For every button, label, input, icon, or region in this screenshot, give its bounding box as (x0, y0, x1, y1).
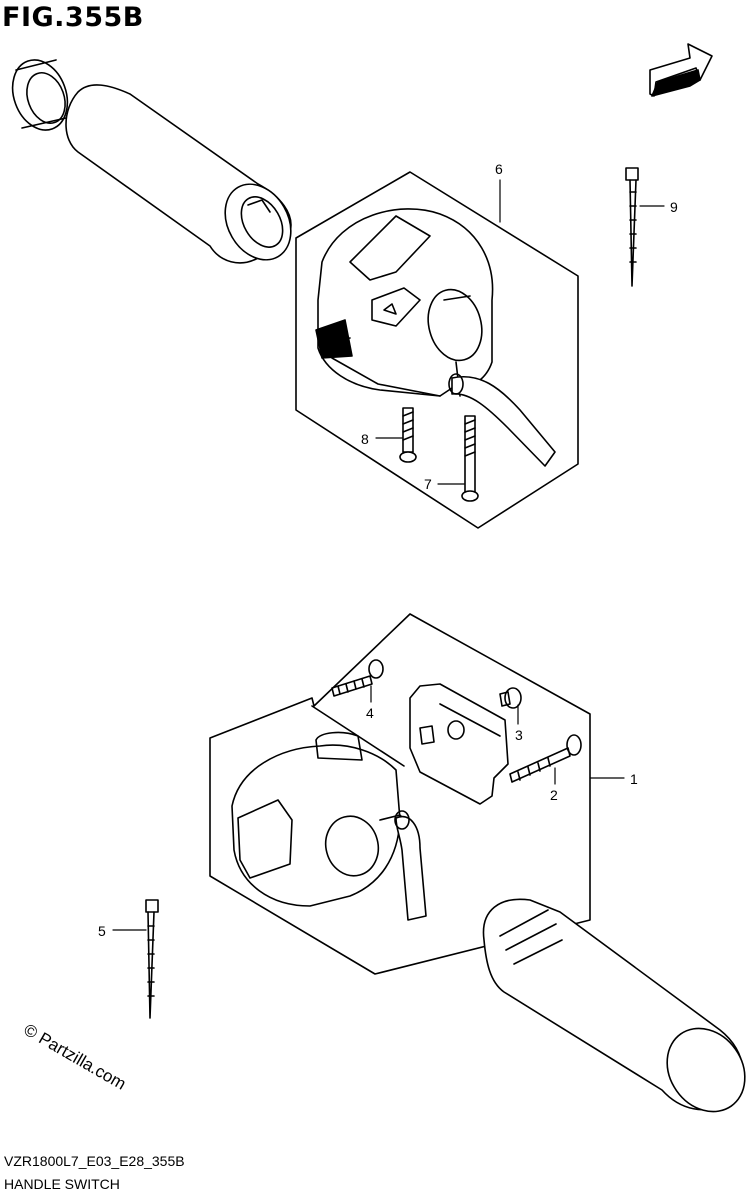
section-name: HANDLE SWITCH (4, 1176, 120, 1192)
switch-bracket (409, 683, 509, 805)
figure-title: FIG.355B (2, 2, 144, 33)
callout-5: 5 (98, 923, 106, 939)
lower-switch-housing (231, 731, 409, 907)
callout-8: 8 (361, 431, 369, 447)
right-throttle-grip (482, 898, 746, 1113)
callout-2: 2 (550, 787, 558, 803)
cable-tie-9 (625, 167, 639, 287)
screw-7 (461, 415, 479, 502)
callout-9: 9 (670, 199, 678, 215)
callout-4: 4 (366, 705, 374, 721)
left-handle-grip (65, 84, 292, 264)
cable-tie-5 (145, 899, 159, 1019)
upper-assembly-frame (295, 171, 579, 529)
callout-6: 6 (495, 161, 503, 177)
upper-switch-housing (315, 208, 494, 397)
callout-3: 3 (515, 727, 523, 743)
lower-assembly-frame (209, 613, 591, 975)
upper-switch-cable (448, 373, 556, 467)
screw-4 (331, 659, 384, 697)
screw-2 (509, 734, 582, 783)
model-code: VZR1800L7_E03_E28_355B (4, 1153, 185, 1169)
screw-3 (499, 687, 522, 709)
grip-end-ring (11, 59, 69, 131)
fwd-arrow-icon: FWD (649, 43, 713, 98)
leader-lines (112, 179, 665, 931)
callout-1: 1 (630, 771, 638, 787)
screw-8 (399, 407, 417, 463)
lower-switch-cable (394, 810, 427, 921)
callout-7: 7 (424, 476, 432, 492)
